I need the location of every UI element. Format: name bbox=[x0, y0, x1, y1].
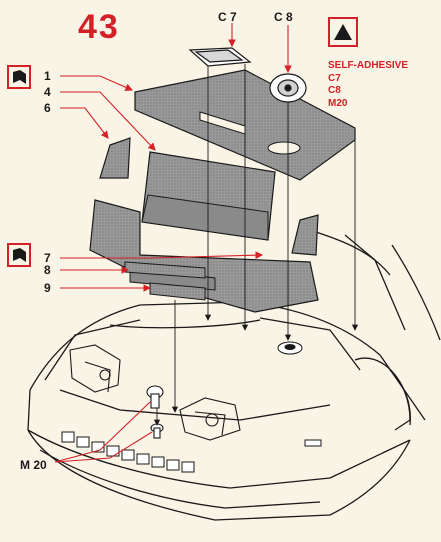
adhesive-symbol-icon bbox=[7, 65, 31, 267]
page-number: 43 bbox=[78, 8, 120, 46]
legend-line: SELF-ADHESIVE bbox=[328, 60, 409, 71]
callout-6: 6 bbox=[44, 101, 51, 115]
legend-line: C7 bbox=[328, 72, 341, 84]
callout-8: 8 bbox=[44, 263, 51, 277]
fastener-m20 bbox=[146, 385, 164, 439]
adhesive-legend: SELF-ADHESIVE C7 C8 M20 bbox=[328, 60, 408, 110]
callout-7: 7 bbox=[44, 251, 51, 265]
assembly-lines bbox=[153, 64, 359, 426]
warning-triangle-icon bbox=[328, 17, 358, 47]
legend-line: M20 bbox=[328, 97, 348, 109]
part-6-left-piece bbox=[99, 137, 131, 179]
m20-leaders bbox=[54, 401, 153, 463]
legend-line: C8 bbox=[328, 85, 341, 96]
callout-1: 1 bbox=[44, 69, 51, 83]
front-grille bbox=[61, 431, 322, 473]
grommet-c8 bbox=[269, 73, 307, 103]
grommets bbox=[277, 341, 303, 355]
clip-c7 bbox=[188, 47, 252, 67]
callout-c7: C 7 bbox=[218, 10, 237, 24]
callout-leaders bbox=[60, 23, 292, 292]
tub-front-face bbox=[141, 194, 269, 241]
engine-bay-components bbox=[69, 344, 241, 441]
hood-mat-hole bbox=[267, 141, 301, 155]
callout-c8: C 8 bbox=[274, 10, 293, 24]
callout-4: 4 bbox=[44, 85, 51, 99]
part-7-lower-mat bbox=[89, 199, 319, 313]
callout-9: 9 bbox=[44, 281, 51, 295]
callout-m20: M 20 bbox=[20, 458, 47, 472]
part-6-right-piece bbox=[291, 214, 319, 256]
